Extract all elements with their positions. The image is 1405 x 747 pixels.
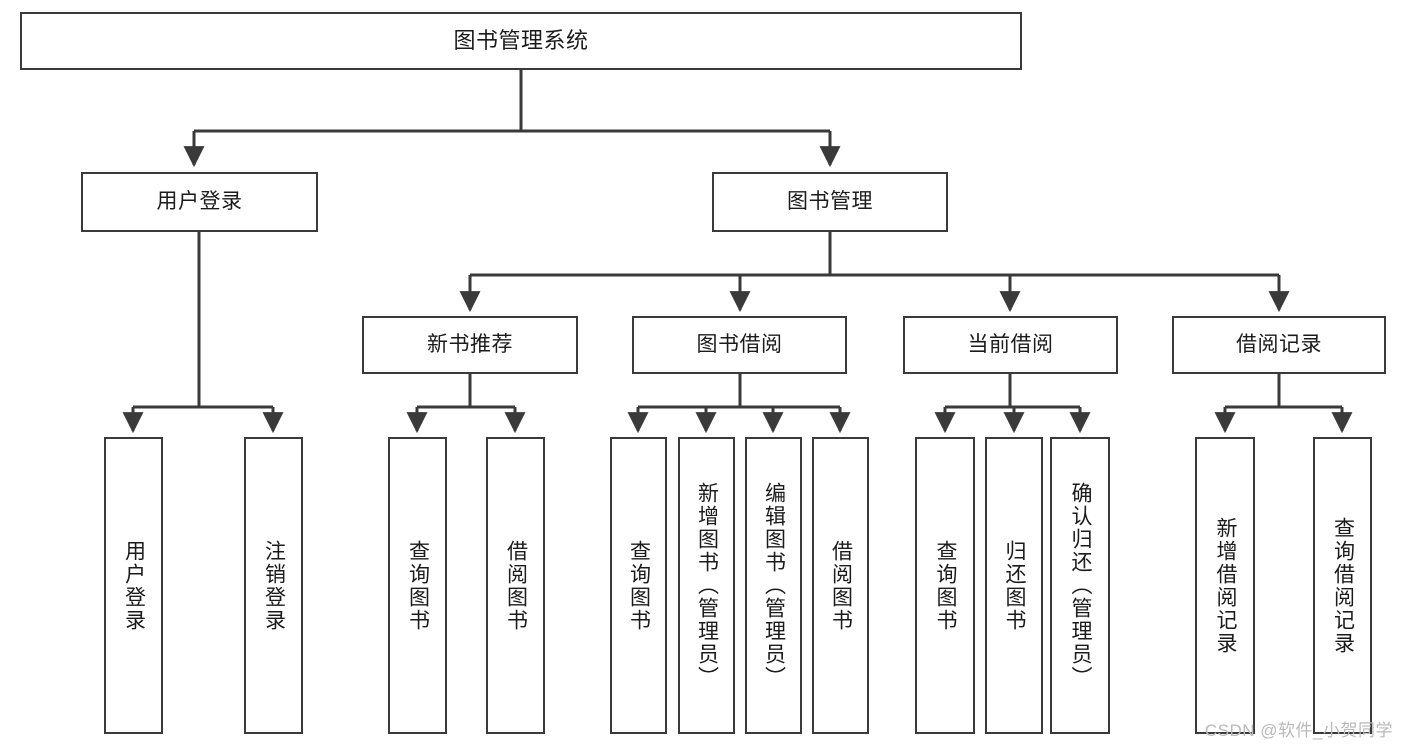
leaf-edit-book-admin[interactable]: 编辑图书（管理员） <box>745 437 802 734</box>
node-label: 查询图书 <box>934 539 958 632</box>
node-book-management[interactable]: 图书管理 <box>712 172 948 232</box>
node-label: 当前借阅 <box>967 333 1054 357</box>
node-label: 借阅图书 <box>829 539 853 632</box>
node-label: 借阅图书 <box>504 539 528 632</box>
leaf-return-book[interactable]: 归还图书 <box>985 437 1043 734</box>
node-label: 用户登录 <box>156 190 243 214</box>
node-label: 图书管理系统 <box>453 27 589 53</box>
node-label: 编辑图书（管理员） <box>762 482 786 689</box>
node-current-borrow[interactable]: 当前借阅 <box>903 316 1118 374</box>
leaf-add-borrow-record[interactable]: 新增借阅记录 <box>1195 437 1255 734</box>
node-root-system[interactable]: 图书管理系统 <box>20 12 1022 70</box>
node-label: 查询图书 <box>627 539 651 632</box>
node-user-login[interactable]: 用户登录 <box>81 172 318 232</box>
node-label: 归还图书 <box>1003 539 1027 632</box>
node-label: 借阅记录 <box>1236 333 1322 357</box>
leaf-user-login[interactable]: 用户登录 <box>104 437 163 734</box>
leaf-logout[interactable]: 注销登录 <box>244 437 303 734</box>
leaf-borrow-book[interactable]: 借阅图书 <box>812 437 869 734</box>
leaf-confirm-return-admin[interactable]: 确认归还（管理员） <box>1050 437 1110 734</box>
node-label: 新书推荐 <box>427 333 513 357</box>
node-borrow-records[interactable]: 借阅记录 <box>1172 316 1386 374</box>
node-label: 确认归还（管理员） <box>1069 482 1093 689</box>
leaf-query-book-current[interactable]: 查询图书 <box>915 437 975 734</box>
node-label: 用户登录 <box>122 539 146 632</box>
node-label: 注销登录 <box>262 539 286 632</box>
leaf-query-book-borrow[interactable]: 查询图书 <box>610 437 667 734</box>
node-label: 新增图书（管理员） <box>695 482 719 689</box>
node-book-borrow[interactable]: 图书借阅 <box>632 316 847 374</box>
leaf-query-borrow-record[interactable]: 查询借阅记录 <box>1313 437 1372 734</box>
node-label: 查询图书 <box>406 539 430 632</box>
node-new-book-recommend[interactable]: 新书推荐 <box>362 316 578 374</box>
leaf-borrow-book-new[interactable]: 借阅图书 <box>486 437 545 734</box>
csdn-watermark: CSDN @软件_小贺同学 <box>1204 721 1393 740</box>
node-label: 图书借阅 <box>696 333 783 357</box>
leaf-add-book-admin[interactable]: 新增图书（管理员） <box>678 437 735 734</box>
node-label: 查询借阅记录 <box>1331 516 1355 655</box>
node-label: 新增借阅记录 <box>1214 516 1238 655</box>
leaf-query-book-new[interactable]: 查询图书 <box>388 437 447 734</box>
node-label: 图书管理 <box>787 190 873 214</box>
